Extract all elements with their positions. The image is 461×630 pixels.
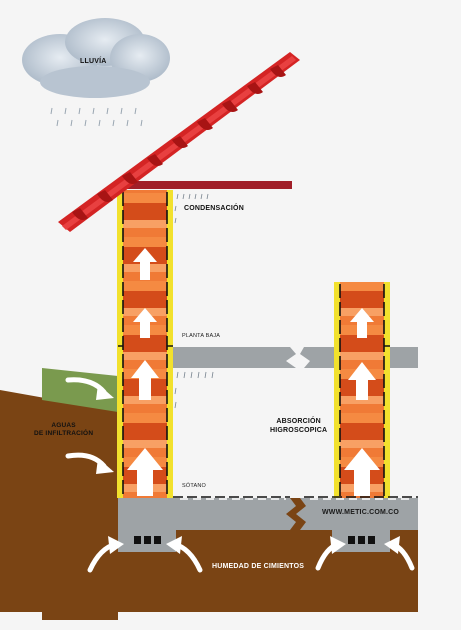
roof-beam	[118, 181, 292, 189]
left-wall-insulation-outer	[117, 190, 123, 498]
right-wall-insulation-inner	[384, 282, 390, 498]
up-arrow-icon	[127, 448, 163, 496]
infiltration-label: AGUAS DE INFILTRACIÓN	[34, 422, 94, 438]
up-left-arrow-icon	[166, 536, 182, 554]
left-wall-bricks	[123, 190, 167, 498]
rain-label: LLUVÍA	[80, 58, 107, 65]
website-label: WWW.METIC.COM.CO	[322, 509, 400, 516]
up-arrow-icon	[131, 360, 159, 400]
right-arrow-icon	[96, 458, 114, 474]
absorption-label: ABSORCIÓN HIGROSCOPICA	[270, 418, 328, 434]
up-arrow-icon	[350, 308, 374, 338]
foundation-moisture-arrowheads	[108, 536, 400, 554]
left-wall-insulation-inner	[167, 190, 173, 498]
condensation-label: CONDENSACIÓN	[184, 205, 244, 212]
up-arrow-icon	[133, 308, 157, 338]
up-arrow-icon	[133, 248, 157, 280]
basement-label: SÓTANO	[182, 483, 207, 489]
ground-floor-label: PLANTA BAJA	[182, 333, 221, 339]
right-arrow-icon	[96, 384, 114, 400]
rain-cloud-icon	[22, 18, 170, 98]
condensation-drips	[174, 193, 214, 409]
footing-vents	[134, 536, 375, 544]
infiltration-arrowheads	[96, 384, 114, 474]
foundation-slab-right	[296, 498, 418, 530]
right-wall-insulation-outer	[334, 282, 340, 498]
roof-tiles	[58, 52, 300, 232]
rain-drops	[50, 107, 143, 127]
grass	[42, 368, 118, 412]
up-right-arrow-icon	[330, 536, 346, 554]
foundation-slab-left	[118, 498, 296, 530]
up-arrow-icon	[348, 362, 376, 400]
up-left-arrow-icon	[384, 536, 400, 554]
up-arrow-icon	[344, 448, 380, 496]
rising-damp-arrows	[127, 248, 380, 496]
up-right-arrow-icon	[108, 536, 124, 554]
floor-membranes	[118, 345, 418, 498]
foundation-moisture-label: HUMEDAD DE CIMIENTOS	[212, 563, 305, 570]
